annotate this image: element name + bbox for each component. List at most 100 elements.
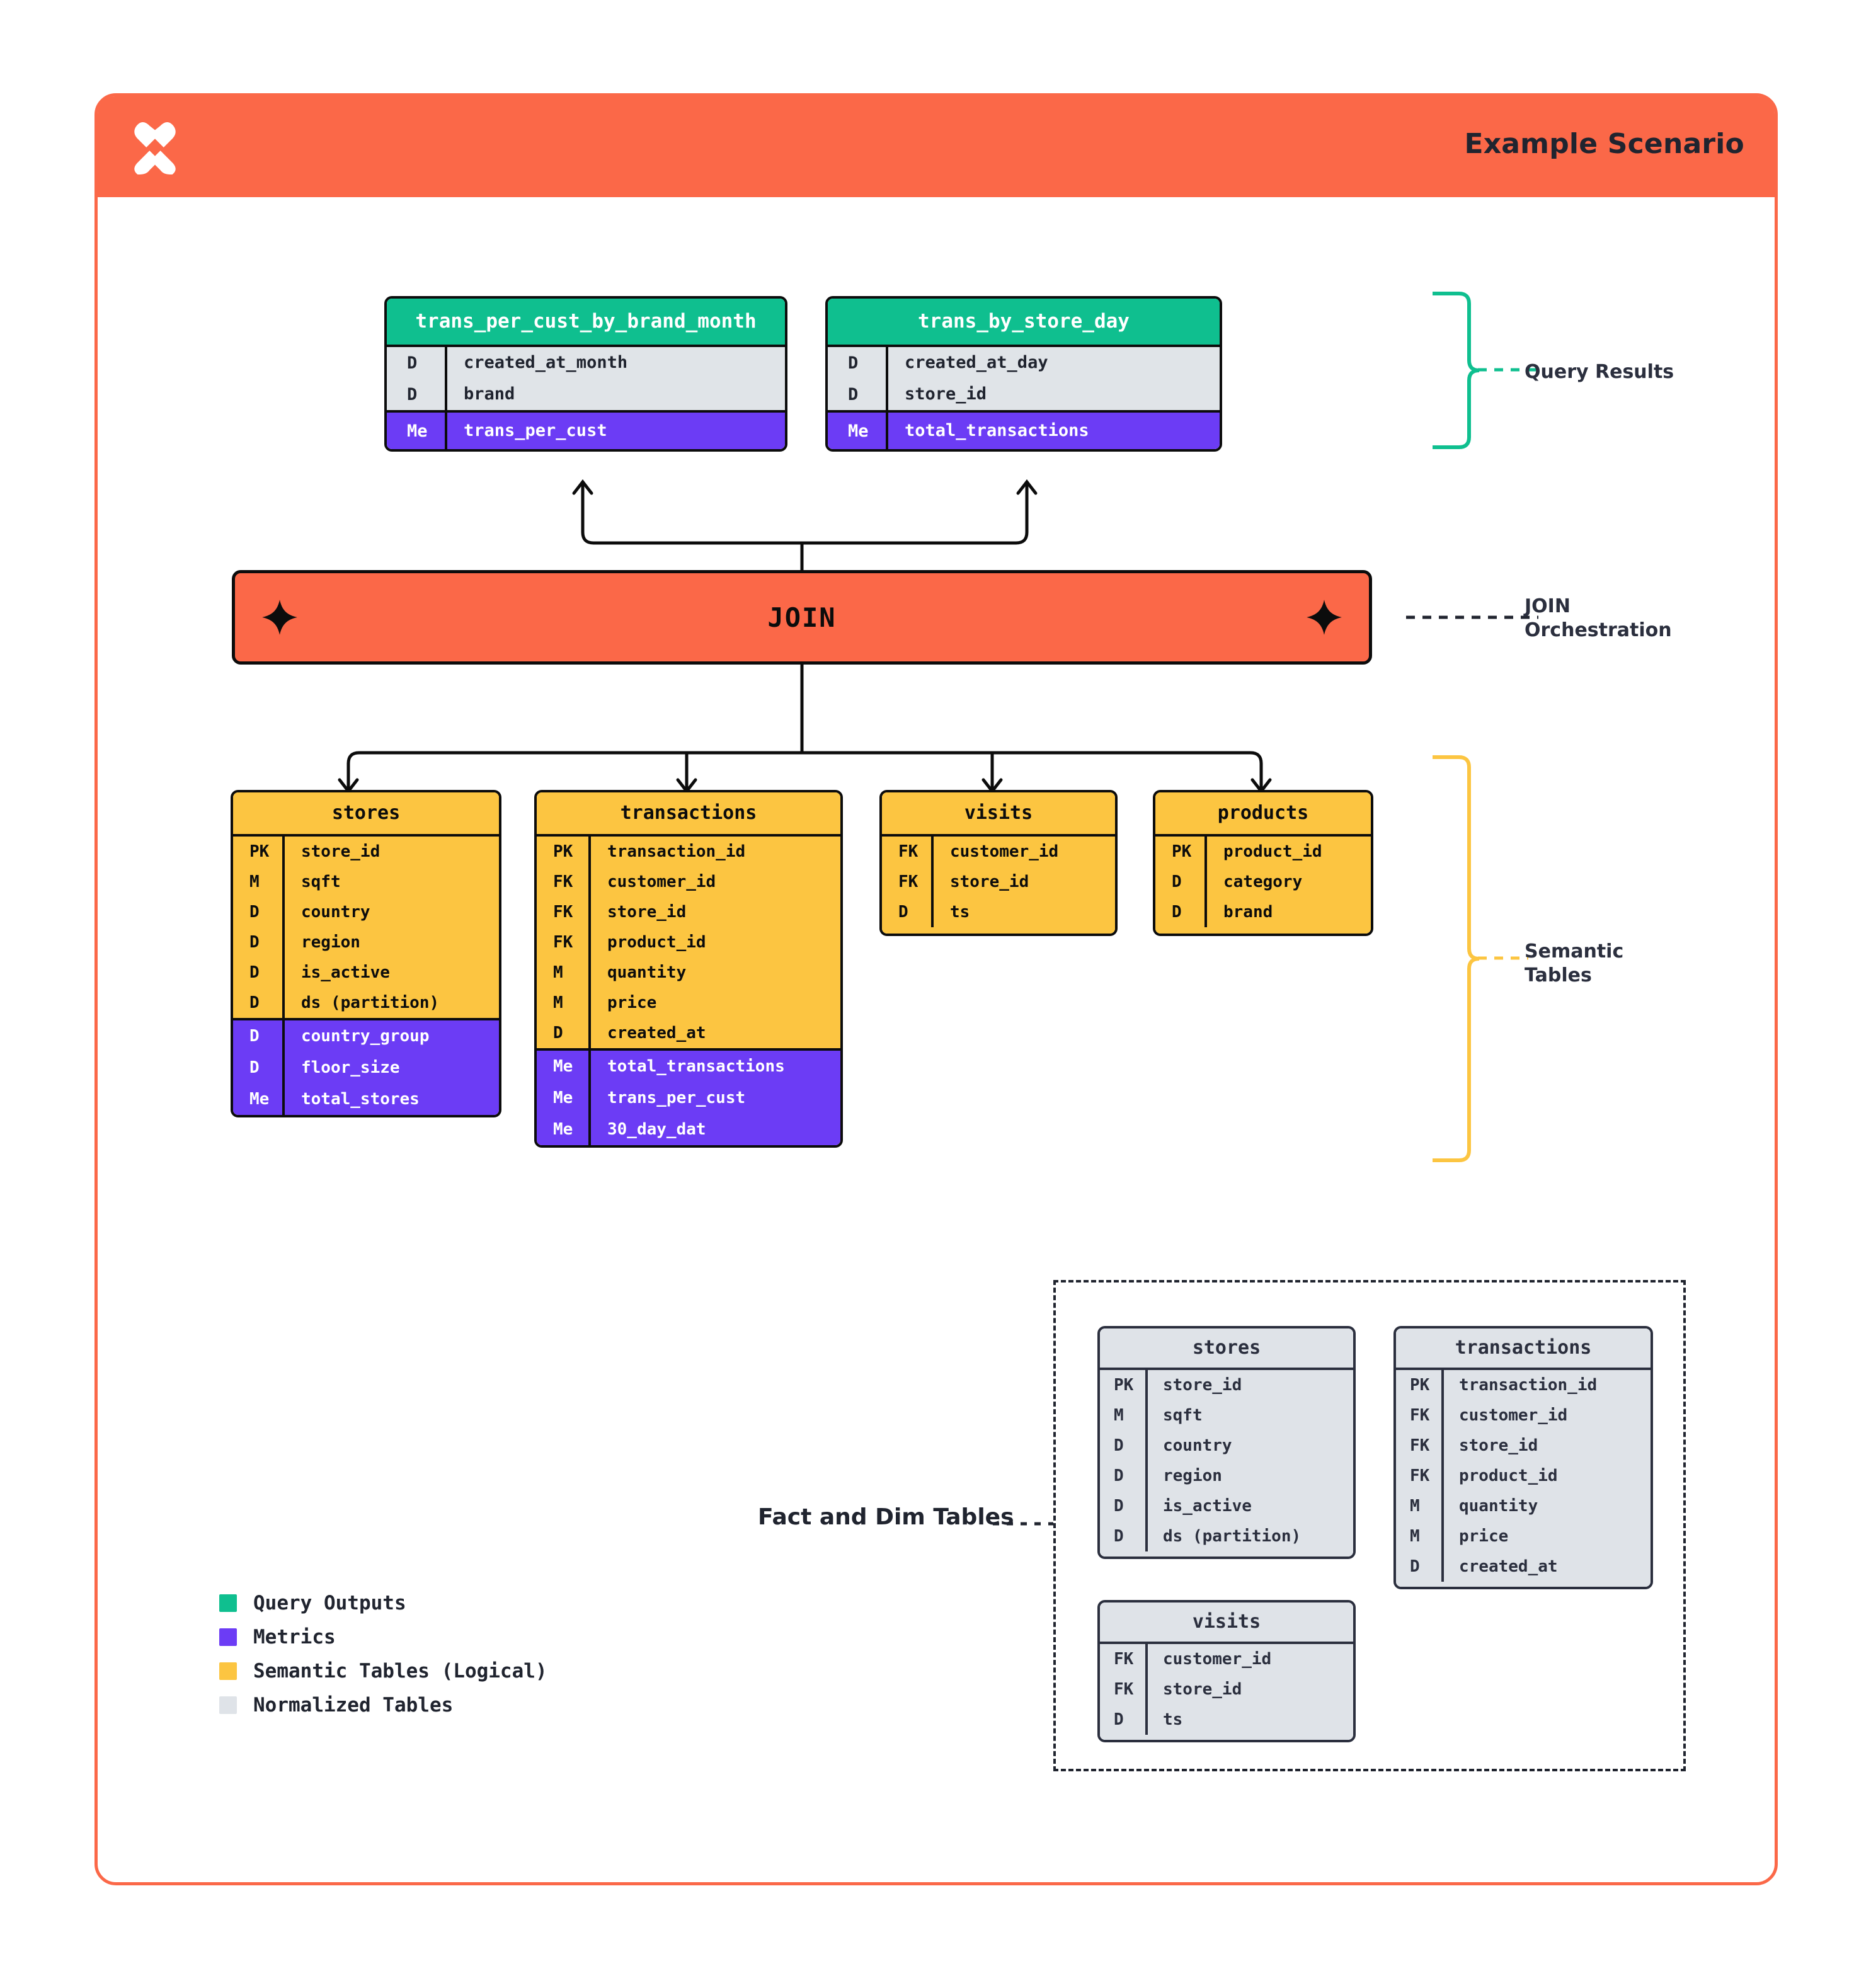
metric-key: Me xyxy=(848,421,869,441)
field-key: D xyxy=(553,1024,563,1043)
field-key: M xyxy=(553,993,563,1012)
field-name: store_id xyxy=(588,897,840,927)
field-name: store_id xyxy=(886,379,1220,410)
field-key: D xyxy=(249,933,260,952)
field-name: price xyxy=(1441,1521,1651,1551)
field-name: country xyxy=(1145,1431,1353,1461)
table-title: transactions xyxy=(1396,1328,1651,1368)
field-name: created_at xyxy=(1441,1551,1651,1582)
field-name: region xyxy=(1145,1461,1353,1491)
field-key: D xyxy=(848,384,859,404)
field-key: D xyxy=(249,993,260,1012)
metric-name: total_transactions xyxy=(886,413,1220,449)
field-name: ds (partition) xyxy=(1145,1521,1353,1551)
field-key: D xyxy=(407,353,418,373)
field-key: D xyxy=(848,353,859,373)
field-name: quantity xyxy=(1441,1491,1651,1521)
field-key: M xyxy=(1410,1527,1420,1546)
join-label: JOIN xyxy=(767,602,837,633)
field-name: ds (partition) xyxy=(282,988,499,1018)
field-name: store_id xyxy=(1145,1674,1353,1705)
field-name: store_id xyxy=(282,837,499,867)
metric-key: Me xyxy=(407,421,428,441)
field-name: quantity xyxy=(588,957,840,988)
metric-key: Me xyxy=(553,1120,573,1139)
metric-name: trans_per_cust xyxy=(445,413,785,449)
legend-item: Semantic Tables (Logical) xyxy=(219,1654,547,1688)
legend-swatch-metrics xyxy=(219,1628,237,1646)
field-name: ts xyxy=(1145,1705,1353,1735)
field-key: D xyxy=(1114,1497,1124,1516)
join-orchestration-bar[interactable]: JOIN xyxy=(232,570,1372,665)
field-key: M xyxy=(249,872,260,891)
field-name: customer_id xyxy=(1441,1400,1651,1431)
field-key: D xyxy=(1410,1557,1420,1576)
metric-name: total_transactions xyxy=(588,1051,840,1082)
field-name: category xyxy=(1204,867,1371,897)
sparkle-icon-left xyxy=(261,599,298,636)
field-key: PK xyxy=(1410,1376,1430,1395)
table-title: trans_per_cust_by_brand_month xyxy=(387,299,785,345)
field-key: D xyxy=(1114,1527,1124,1546)
field-name: sqft xyxy=(282,867,499,897)
page-title: Example Scenario xyxy=(1464,128,1744,160)
field-name: region xyxy=(282,927,499,957)
query-result-table-trans-per-cust-by-brand-month[interactable]: trans_per_cust_by_brand_month D created_… xyxy=(384,296,787,452)
query-result-table-trans-by-store-day[interactable]: trans_by_store_day D created_at_day D st… xyxy=(825,296,1222,452)
field-key: FK xyxy=(553,933,573,952)
field-name: brand xyxy=(1204,897,1371,927)
field-name: store_id xyxy=(1441,1431,1651,1461)
frame-header: Example Scenario xyxy=(98,96,1775,197)
annotation-fact-and-dim-tables: Fact and Dim Tables xyxy=(758,1504,1014,1530)
metric-group: Me total_transactions xyxy=(828,410,1220,449)
fact-table-transactions[interactable]: transactions PK transaction_id FK customer… xyxy=(1393,1326,1653,1589)
metric-key: Me xyxy=(553,1088,573,1107)
metric-key: Me xyxy=(249,1090,270,1109)
field-key: FK xyxy=(898,872,918,891)
query-results-leader xyxy=(1478,368,1541,372)
legend-label: Query Outputs xyxy=(253,1592,406,1614)
field-key: FK xyxy=(1410,1406,1430,1425)
field-name: created_at xyxy=(588,1018,840,1048)
field-name: ts xyxy=(931,897,1115,927)
x-star-logo-icon xyxy=(128,120,182,174)
field-name: brand xyxy=(445,379,785,410)
field-key: D xyxy=(249,963,260,982)
field-key: FK xyxy=(553,872,573,891)
annotation-join-orchestration: JOIN Orchestration xyxy=(1525,595,1672,641)
field-name: product_id xyxy=(1204,837,1371,867)
field-name: transaction_id xyxy=(1441,1370,1651,1400)
metric-group: Me trans_per_cust xyxy=(387,410,785,449)
field-key: FK xyxy=(1410,1466,1430,1485)
metric-key: D xyxy=(249,1058,260,1077)
table-title: products xyxy=(1155,792,1371,834)
field-name: customer_id xyxy=(931,837,1115,867)
legend: Query Outputs Metrics Semantic Tables (L… xyxy=(219,1586,547,1722)
field-name: is_active xyxy=(282,957,499,988)
field-key: PK xyxy=(249,842,270,861)
fact-dim-leader xyxy=(993,1522,1053,1526)
field-key: M xyxy=(1410,1497,1420,1516)
metric-name: trans_per_cust xyxy=(588,1082,840,1114)
field-name: price xyxy=(588,988,840,1018)
field-name: store_id xyxy=(931,867,1115,897)
field-name: created_at_month xyxy=(445,347,785,379)
metric-name: 30_day_dat xyxy=(588,1114,840,1145)
field-name: product_id xyxy=(1441,1461,1651,1491)
field-name: sqft xyxy=(1145,1400,1353,1431)
field-name: created_at_day xyxy=(886,347,1220,379)
field-key: PK xyxy=(1172,842,1192,861)
table-title: visits xyxy=(882,792,1115,834)
field-key: FK xyxy=(898,842,918,861)
field-key: PK xyxy=(1114,1376,1134,1395)
annotation-semantic-tables: Semantic Tables xyxy=(1525,940,1624,986)
